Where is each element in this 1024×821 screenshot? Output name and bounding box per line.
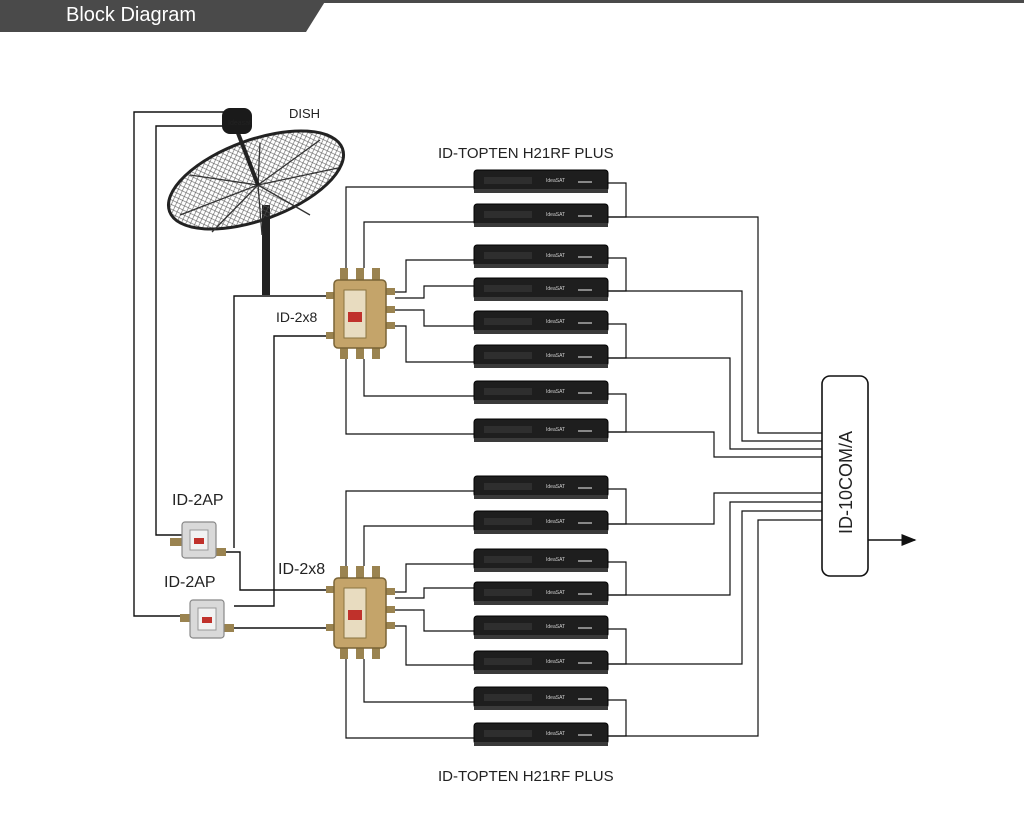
receiver-brand: IdeaSAT [546, 484, 565, 490]
loop-cable [608, 628, 627, 665]
receiver-bottom-6: IdeaSAT [473, 650, 609, 674]
receiver-brand: IdeaSAT [546, 389, 565, 395]
combiner-label: ID-10COM/A [836, 431, 856, 534]
amplifier-bottom [180, 599, 234, 639]
coax-cable [395, 285, 474, 299]
receiver-brand: IdeaSAT [546, 353, 565, 359]
receiver-top-6: IdeaSAT [473, 344, 609, 368]
receiver-bottom-7: IdeaSAT [473, 686, 609, 710]
receiver-brand: IdeaSAT [546, 519, 565, 525]
coax-cable [395, 609, 474, 632]
receiver-bottom-5: IdeaSAT [473, 615, 609, 639]
combiner-input-cable [608, 519, 822, 737]
coax-cable [363, 525, 474, 566]
receiver-brand: IdeaSAT [546, 319, 565, 325]
page-title: Block Diagram [66, 4, 197, 26]
receiver-top-3: IdeaSAT [473, 244, 609, 268]
receivers-group-top: IdeaSAT IdeaSAT IdeaSAT IdeaSAT IdeaSAT IdeaS… [473, 169, 609, 442]
amplifier-bottom-label: ID-2AP [164, 574, 216, 591]
combiner-input-cable [608, 431, 822, 458]
receiver-bottom-3: IdeaSAT [473, 548, 609, 572]
receiver-brand: IdeaSAT [546, 590, 565, 596]
receiver-top-5: IdeaSAT [473, 310, 609, 334]
receiver-brand: IdeaSAT [546, 427, 565, 433]
receiver-brand: IdeaSAT [546, 253, 565, 259]
multiswitch-top [326, 268, 395, 359]
combiner-input-cable [608, 510, 822, 665]
receiver-brand: IdeaSAT [546, 731, 565, 737]
combiner-input-cable [608, 492, 822, 525]
coax-cable [395, 587, 474, 599]
receivers-group-bottom: IdeaSAT IdeaSAT IdeaSAT IdeaSAT IdeaSAT IdeaS… [473, 475, 609, 746]
receiver-bottom-2: IdeaSAT [473, 510, 609, 534]
multiswitch-bottom [326, 566, 395, 659]
receiver-brand: IdeaSAT [546, 178, 565, 184]
multiswitch-bottom-label: ID-2x8 [278, 561, 325, 578]
header-bar [0, 0, 1024, 32]
loop-through-cables [608, 182, 627, 737]
coax-cable [395, 625, 474, 666]
combiner-input-cable [608, 216, 822, 434]
combiner-cables [608, 216, 822, 737]
amplifier-top-label: ID-2AP [172, 492, 224, 509]
coax-cable [345, 490, 474, 566]
satellite-dish: Ideasat [166, 108, 346, 295]
dish-label: DISH [289, 106, 320, 121]
coax-cable [345, 359, 474, 435]
receiver-cables [345, 186, 474, 739]
loop-cable [608, 323, 627, 359]
receiver-top-8: IdeaSAT [473, 418, 609, 442]
receiver-top-2: IdeaSAT [473, 203, 609, 227]
receiver-top-4: IdeaSAT [473, 277, 609, 301]
loop-cable [608, 488, 627, 525]
loop-cable [608, 393, 627, 433]
lnb-cables [133, 111, 232, 617]
amp-to-switch-cables [218, 295, 334, 629]
multiswitch-top-label: ID-2x8 [276, 309, 317, 325]
combiner: ID-10COM/A [821, 375, 869, 577]
loop-cable [608, 182, 627, 218]
receiver-bottom-4: IdeaSAT [473, 581, 609, 605]
loop-cable [608, 257, 627, 292]
receiver-top-7: IdeaSAT [473, 380, 609, 404]
receiver-brand: IdeaSAT [546, 557, 565, 563]
receiver-brand: IdeaSAT [546, 286, 565, 292]
combiner-input-cable [608, 290, 822, 442]
receiver-bottom-8: IdeaSAT [473, 722, 609, 746]
amplifier-top [170, 521, 226, 559]
dish-ribs [179, 139, 339, 236]
receivers-bottom-label: ID-TOPTEN H21RF PLUS [438, 768, 614, 785]
receiver-top-1: IdeaSAT [473, 169, 609, 193]
receivers-top-label: ID-TOPTEN H21RF PLUS [438, 145, 614, 162]
dish-brand: Ideasat [228, 120, 251, 127]
lnb-icon [222, 108, 252, 134]
coax-cable [345, 659, 474, 739]
receiver-brand: IdeaSAT [546, 659, 565, 665]
receiver-brand: IdeaSAT [546, 695, 565, 701]
receiver-brand: IdeaSAT [546, 624, 565, 630]
coax-cable [395, 563, 474, 593]
coax-cable [363, 221, 474, 268]
combiner-input-cable [608, 501, 822, 596]
coax-cable [363, 659, 474, 703]
loop-cable [608, 561, 627, 596]
receiver-brand: IdeaSAT [546, 212, 565, 218]
dish-pole [262, 205, 270, 295]
coax-cable [345, 186, 474, 268]
loop-cable [608, 699, 627, 737]
coax-cable [363, 359, 474, 397]
coax-cable [395, 325, 474, 363]
coax-cable [395, 259, 474, 293]
coax-cable [395, 309, 474, 327]
receiver-bottom-1: IdeaSAT [473, 475, 609, 499]
combiner-input-cable [608, 357, 822, 450]
